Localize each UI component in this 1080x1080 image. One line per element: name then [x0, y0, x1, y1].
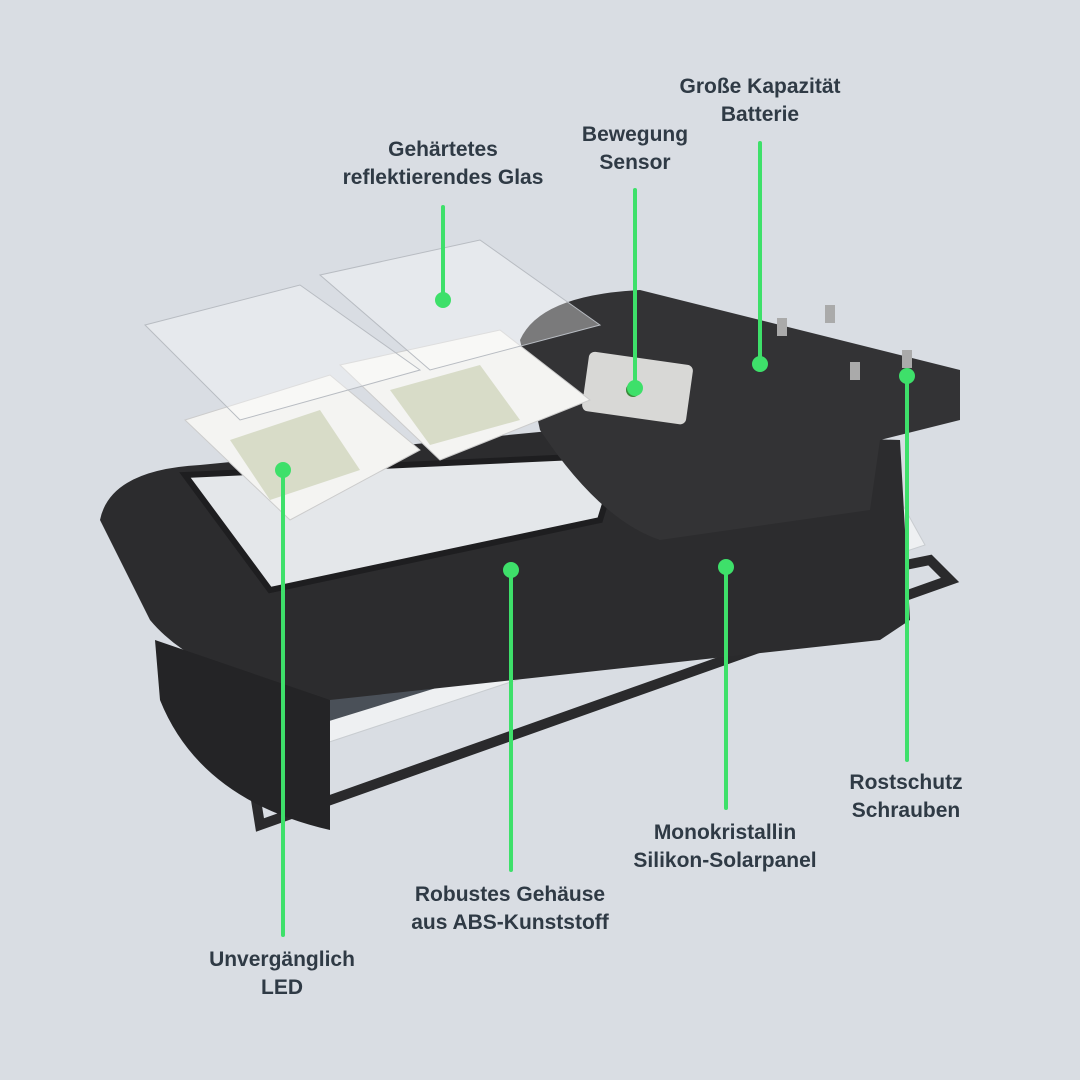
screw-3: [850, 362, 860, 380]
label-screws-line2: Schrauben: [851, 799, 961, 822]
label-battery-line1: Große Kapazität: [679, 75, 841, 98]
label-glass-line2: reflektierendes Glas: [342, 166, 544, 189]
label-housing-line2: aus ABS-Kunststoff: [411, 911, 609, 934]
label-glass-line1: Gehärtetes: [388, 138, 498, 161]
label-solar-line1: Monokristallin: [653, 821, 797, 844]
label-housing-line1: Robustes Gehäuse: [414, 883, 606, 906]
led-array-2: [390, 365, 520, 445]
screw-2: [825, 305, 835, 323]
label-battery-line2: Batterie: [720, 103, 800, 126]
sensor-callout-dot: [627, 380, 643, 396]
label-housing: Robustes Gehäuse aus ABS-Kunststoff: [411, 881, 609, 937]
label-sensor-line2: Sensor: [599, 151, 671, 174]
solar-callout-dot: [718, 559, 734, 575]
label-glass: Gehärtetes reflektierendes Glas: [343, 136, 544, 192]
glass-panel-1: [144, 284, 422, 421]
glass-panel-2: [318, 239, 602, 371]
label-led-line1: Unvergänglich: [209, 948, 355, 971]
housing-callout-dot: [503, 562, 519, 578]
label-led-line2: LED: [261, 976, 303, 999]
screws-callout-dot: [899, 368, 915, 384]
screw-1: [777, 318, 787, 336]
battery-cover: [520, 290, 960, 540]
led-callout-dot: [275, 462, 291, 478]
label-solar-line2: Silikon-Solarpanel: [633, 849, 817, 872]
battery-callout-dot: [752, 356, 768, 372]
glass-callout-dot: [435, 292, 451, 308]
led-array-1: [230, 410, 360, 500]
label-sensor-line1: Bewegung: [581, 123, 689, 146]
housing-flap: [155, 640, 330, 830]
screw-4: [902, 350, 912, 368]
label-screws-line1: Rostschutz: [849, 771, 963, 794]
